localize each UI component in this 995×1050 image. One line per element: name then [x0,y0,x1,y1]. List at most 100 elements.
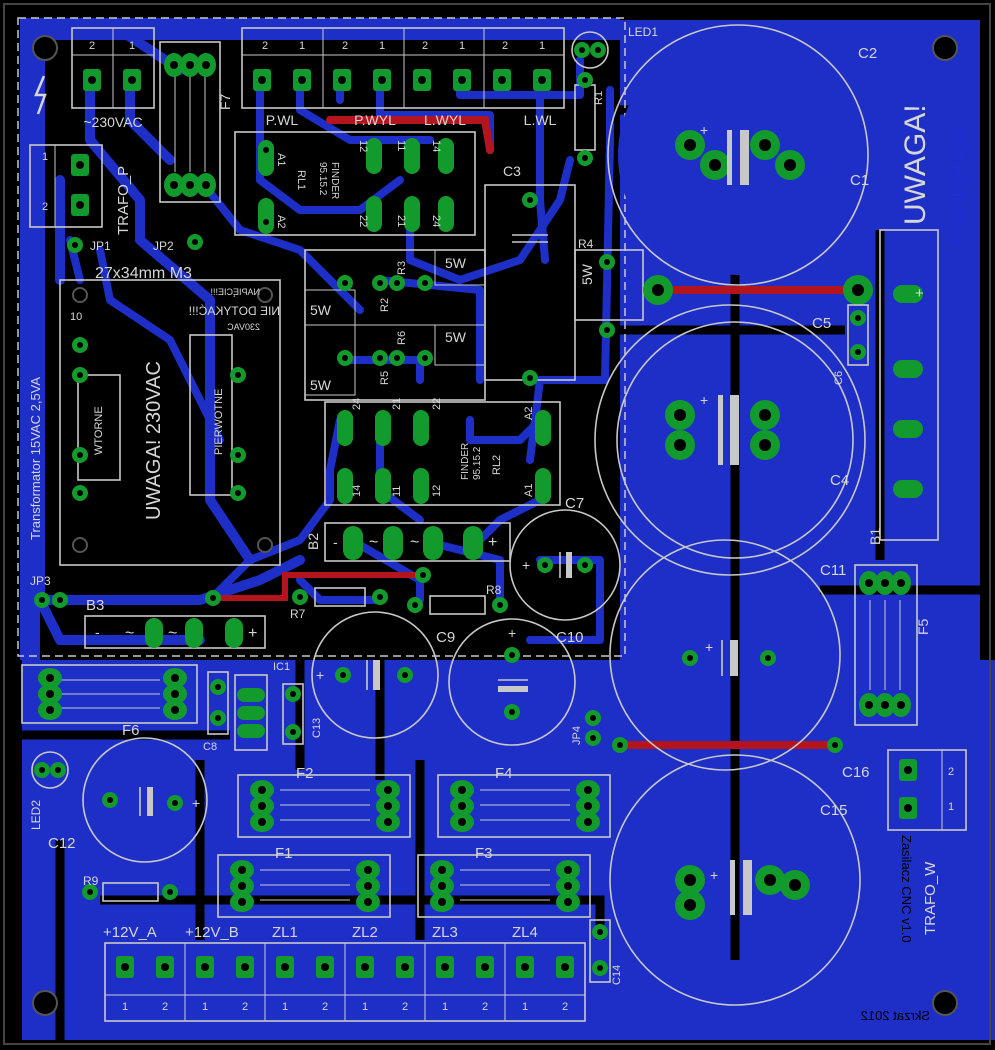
label-plus: + [915,285,924,302]
pin-label: 14 [351,485,363,497]
pin-label: 1 [948,801,954,813]
pin-label: A1 [523,484,535,497]
bridge-b1: + B1 [867,229,939,545]
label-warning-mirror-3: NAPIĘCIE!!! [210,287,260,297]
bridge-b2: - ~ ~ + B2 [305,522,511,562]
pin-label: 2 [89,40,95,52]
label-tilde: ~ [168,625,177,642]
label-c13: C13 [311,718,323,738]
label-tilde: ~ [369,534,378,551]
pin-label: 1 [362,1001,368,1013]
terminal-230vac: 2 1 ~230VAC [71,27,155,130]
mirrored-author: Skrzat 2012 [861,1008,930,1023]
label-plus: + [700,392,708,408]
label-c9: C9 [436,629,455,646]
pin-label: 24 [351,398,363,410]
label-c4: C4 [830,472,849,489]
pin-label: 1 [379,40,385,52]
label-c11: C11 [820,562,846,579]
label-minus: - [333,534,338,550]
pin-label: A1 [275,153,287,166]
resistor-r8: R8 [407,583,508,615]
pin-label: 1 [442,1001,448,1013]
resistor-bank: 5W 5W 5W 5W R2 R3 R5 R6 [304,249,486,401]
label-f4: F4 [495,765,513,782]
label-f7: F7 [217,93,233,110]
bridge-b3: - ~ ~ + B3 [84,597,266,649]
label-warning-mirror-1: NIE DOTYKAĆ!!! [189,303,280,318]
label-plus: + [522,557,530,573]
resistor-r7: R7 [290,587,388,621]
connector-trafo-w: 2 1 TRAFO_W [887,749,967,935]
label-minus: - [95,624,100,640]
pin-label: 1 [129,40,135,52]
label-r1: R1 [593,91,605,105]
label-zl2: ZL2 [352,924,378,941]
label-plus: + [710,867,718,883]
label-tilde: ~ [410,534,419,551]
pin-label: 2 [162,1001,168,1013]
pin-label: 11 [391,486,403,497]
label-dimensions: 27x34mm M3 [95,265,192,282]
label-plus: + [248,625,257,642]
label-ic1: IC1 [273,661,290,673]
top-traces [212,116,864,749]
pin-label: 21 [391,398,403,410]
pin-label: 2 [562,1001,568,1013]
label-c1: C1 [850,172,869,189]
capacitor-c9: + C9 [311,611,455,739]
label-c10: C10 [556,629,584,646]
label-b1: B1 [867,528,883,545]
fuse-f7: F7 [159,41,233,203]
pin-label: 1 [202,1001,208,1013]
label-f2: F2 [296,765,314,782]
label-f6: F6 [122,722,140,739]
capacitor-c10: + C10 [448,618,584,746]
pin-label: 1 [459,40,465,52]
label-author-mirror-1: Zasilacz CNC v1.0 [899,835,914,943]
label-led2: LED2 [29,800,43,830]
label-led1: LED1 [628,25,658,39]
label-r4: R4 [578,237,594,251]
label-5w: 5W [579,263,595,285]
pin-label: 2 [42,201,48,213]
pin-label: 2 [322,1001,328,1013]
label-zl3: ZL3 [432,924,458,941]
label-pwl: P.WL [266,112,299,128]
label-wtorne: WTORNE [93,406,105,455]
label-r8: R8 [486,583,502,597]
label-r6: R6 [396,331,408,345]
pin-label: 2 [402,1001,408,1013]
label-5w: 5W [310,302,332,318]
label-warning-mirror-2: 230VAC [227,322,260,332]
label-jp3: JP3 [30,574,51,588]
label-r9: R9 [83,874,99,888]
label-author-mirror-2: Skrzat 2012 [861,1008,930,1023]
pin-label: 1 [299,40,305,52]
resistor-r9: R9 [82,874,178,902]
label-pierwotne: PIERWOTNE [213,389,225,455]
label-c6: C6 [833,371,845,385]
terminal-block-top: 2 1 2 1 2 1 2 1 P.WL P.WYL L.WYL L.WL [241,27,565,128]
regulator-ic1: IC1 [234,661,290,751]
capacitor-c4: + C4 [594,304,866,576]
label-finder: FINDER [460,443,471,480]
pin-label: 14 [430,140,442,152]
board-outline [3,3,991,1045]
label-warning-sub: WYSOKIE NAPIĘCIE! [951,126,965,245]
led-led2: LED2 [29,751,69,830]
pin-label: 1 [122,1001,128,1013]
label-230vac: ~230VAC [83,114,142,130]
pin-label: 1 [282,1001,288,1013]
label-lwl: L.WL [524,112,557,128]
pin-label: 24 [430,215,442,227]
label-plus: + [192,795,200,811]
relay-rl1: A1 A2 12 11 14 22 21 24 RL1 95.15.2 FIND… [234,131,476,236]
label-plus: + [700,122,708,138]
label-plus: + [508,625,516,641]
label-plus: + [316,667,324,683]
capacitor-c13: C13 [282,683,323,745]
label-c3: C3 [503,163,521,179]
jumper-jp4: JP4 [571,710,843,753]
label-r5: R5 [379,371,391,385]
